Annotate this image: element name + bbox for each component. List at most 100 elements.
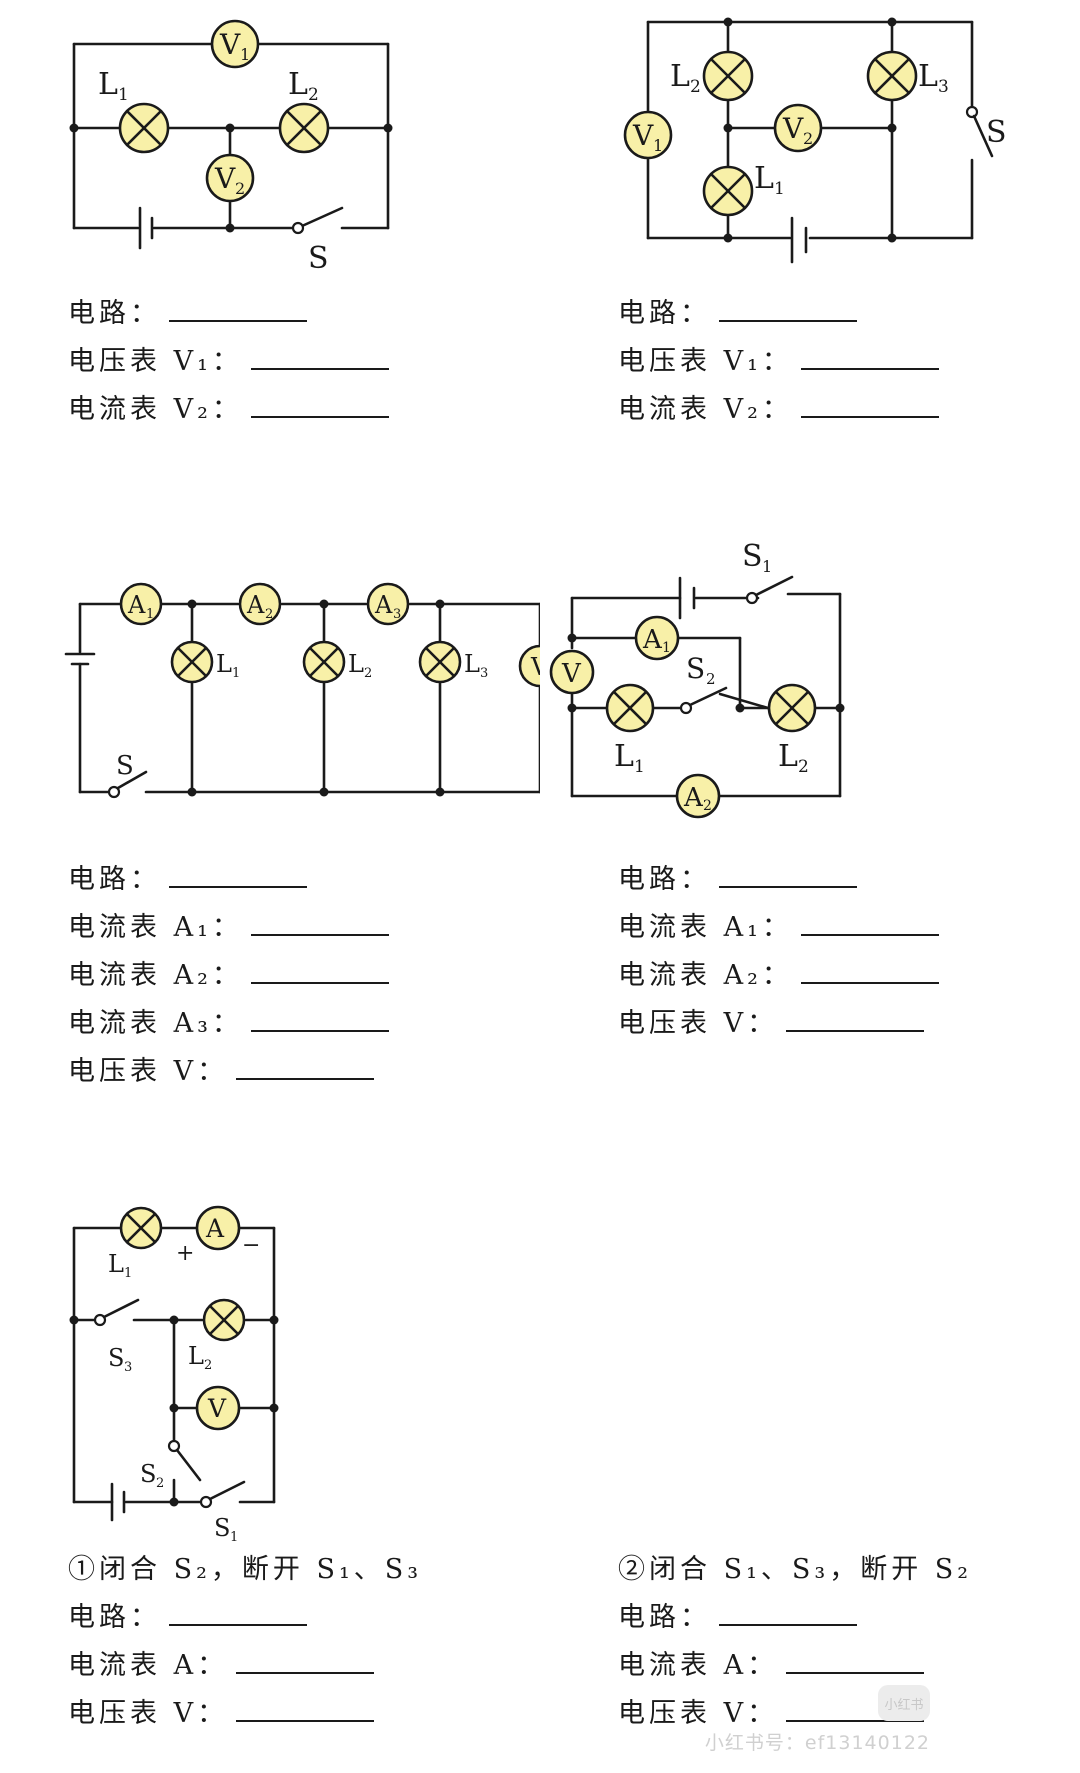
lamp-l2-sub: 2 [308,85,319,105]
condition-text: ②闭合 S₁、S₃，断开 S₂ [618,1554,973,1585]
ammeter-a1: A 1 [634,615,680,661]
switch-s-label: S [986,115,1007,150]
answer-blank[interactable] [800,414,939,418]
answer-blank[interactable] [786,1670,925,1674]
answer-blank[interactable] [719,318,857,322]
answer-blank[interactable] [786,1718,925,1722]
svg-text:A: A [374,591,393,619]
switch-s2-label: S [686,652,705,685]
answer-blank[interactable] [786,1028,925,1032]
question-row: 电路： [618,1586,972,1634]
junction-dot [835,703,845,713]
answer-blank[interactable] [800,366,939,370]
junction-dot [723,123,733,133]
answer-blank[interactable] [250,932,389,936]
answer-blank[interactable] [250,980,389,984]
answer-blank[interactable] [800,980,939,984]
lamp-l2-label: L [670,59,690,94]
lamp-l3 [866,50,918,102]
junction-dot [169,1403,179,1413]
lamp-l2 [702,50,754,102]
answer-blank[interactable] [250,1028,389,1032]
voltmeter-v1: V 1 [623,110,673,160]
voltmeter-v1: V 1 [210,19,260,69]
lamp-l1-sub: 1 [232,666,240,681]
junction-dot [435,787,445,797]
switch-s[interactable] [107,770,148,799]
lamp-l2 [302,640,346,684]
circuit-diagram-2: S V 1 V 2 L 2 L 3 L 1 [623,17,1007,264]
lamp-l2-sub: 2 [204,1358,212,1373]
lamp-l2-label: L [188,1342,204,1370]
svg-text:1: 1 [240,45,250,64]
answer-blank[interactable] [236,1076,375,1080]
switch-s2[interactable] [679,686,728,715]
lamp-l1 [702,165,754,217]
junction-dot [69,123,79,133]
svg-text:V: V [561,659,582,689]
question-row: 电路： [68,1586,422,1634]
question-row: 电路： [68,848,389,896]
switch-s2[interactable] [167,1439,202,1482]
battery-icon [110,1482,126,1522]
svg-text:2: 2 [703,798,712,814]
lamp-l1 [170,640,214,684]
question-row: 电压表 V₁： [618,330,939,378]
switch-s1-label: S [742,539,763,574]
svg-text:V: V [782,112,804,145]
question-row: 电流表 A₃： [68,992,389,1040]
switch-s1-sub: 1 [762,557,772,576]
question-row: 电流表 A₁： [68,896,389,944]
lamp-l2-label: L [348,650,364,678]
junction-dot [435,599,445,609]
switch-s[interactable] [965,105,994,158]
switch-s3-sub: 3 [124,1360,132,1375]
answer-blank[interactable] [236,1718,375,1722]
lamp-l3-sub: 3 [938,77,949,97]
switch-s1[interactable] [745,575,794,605]
ammeter-a1: A 1 [119,582,163,626]
answer-blank[interactable] [250,414,389,418]
svg-text:2: 2 [803,129,813,148]
junction-dot [169,1315,179,1325]
junction-dot [319,787,329,797]
question-row: 电路： [618,848,939,896]
lamp-l1-label: L [108,1250,124,1278]
answer-blank[interactable] [169,884,307,888]
switch-s1[interactable] [199,1480,246,1509]
junction-dot [187,599,197,609]
questions-circuit-1: 电路： 电压表 V₁： 电流表 V₂： [68,282,389,426]
lamp-l1 [118,102,170,154]
answer-blank[interactable] [719,1622,857,1626]
circuit-diagram-3: S A 1 A 2 A 3 V L 1 [64,582,562,799]
junction-dot [225,123,235,133]
answer-blank[interactable] [800,932,939,936]
junction-dot [567,703,577,713]
question-row: 电流表 A₂： [68,944,389,992]
question-row: 电流表 A： [68,1634,422,1682]
answer-blank[interactable] [236,1670,375,1674]
lamp-l1 [605,683,655,733]
answer-blank[interactable] [169,318,307,322]
switch-s[interactable] [291,206,344,235]
lamp-l2-sub: 2 [690,77,701,97]
lamp-l1 [119,1206,163,1250]
svg-text:A: A [683,783,704,813]
ammeter-a2: A 2 [238,582,282,626]
switch-s3[interactable] [93,1298,140,1327]
junction-dot [723,17,733,27]
svg-text:1: 1 [662,640,671,656]
switch-s1-label: S [214,1514,230,1542]
ammeter-a3: A 3 [366,582,410,626]
questions-circuit-5-case-1: ①闭合 S₂，断开 S₁、S₃ 电路： 电流表 A： 电压表 V： [68,1538,422,1730]
junction-dot [887,17,897,27]
answer-blank[interactable] [169,1622,307,1626]
question-row: 电压表 V： [68,1682,422,1730]
voltmeter-v2: V 2 [205,153,255,203]
voltmeter-v2: V 2 [773,103,823,153]
lamp-l2-sub: 2 [364,666,372,681]
answer-blank[interactable] [719,884,857,888]
lamp-l3-label: L [918,59,938,94]
svg-text:V: V [207,1394,227,1423]
answer-blank[interactable] [250,366,389,370]
